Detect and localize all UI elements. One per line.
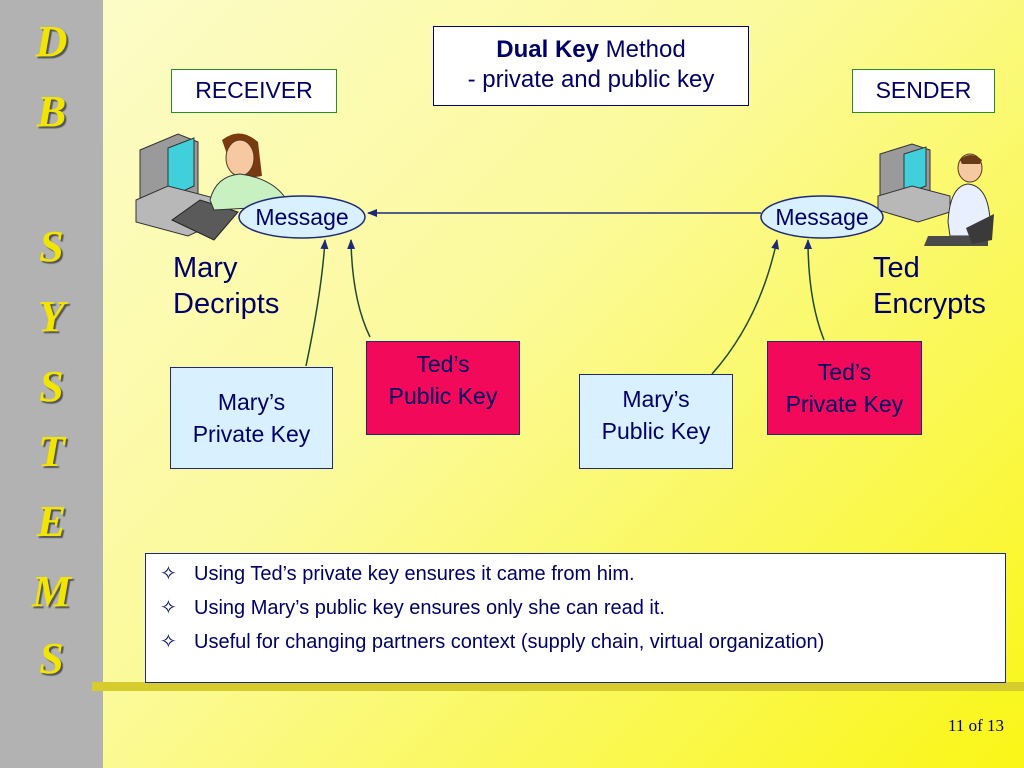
key-line-1: Ted’s (416, 351, 470, 377)
notes-item: ✧ Useful for changing partners context (… (156, 630, 995, 654)
notes-item-text: Using Ted’s private key ensures it came … (194, 563, 635, 585)
title-line-1: Dual Key Method (434, 35, 748, 65)
key-line-1: Mary’s (622, 386, 690, 412)
teds-public-key-box: Ted’s Public Key (366, 341, 520, 435)
key-line-2: Public Key (601, 418, 711, 444)
sidebar-letter: Y (38, 292, 65, 341)
receiver-action: Mary Decripts (173, 250, 279, 322)
receiver-action-line-1: Mary (173, 252, 238, 284)
page-total: 13 (987, 716, 1004, 735)
message-ellipse-left (238, 195, 366, 239)
message-label-right: Message (775, 204, 869, 230)
sender-label: SENDER (852, 69, 995, 113)
arrow-marys-public-key (711, 239, 780, 375)
sidebar-letter: B (36, 87, 67, 136)
title-line-2: - private and public key (467, 66, 715, 93)
bullet-icon: ✧ (160, 631, 177, 653)
title-bold: Dual Key (496, 36, 599, 63)
sidebar-letter: M (31, 567, 72, 616)
key-line-1: Ted’s (817, 359, 872, 385)
notes-item: ✧ Using Mary’s public key ensures only s… (156, 596, 995, 620)
sender-action-line-2: Encrypts (873, 288, 986, 320)
marys-private-key-box: Mary’s Private Key (170, 367, 333, 469)
sender-computer-icon (877, 143, 951, 223)
page-of: of (968, 716, 983, 735)
sender-person-icon (924, 153, 994, 246)
marys-public-key-box: Mary’s Public Key (579, 374, 733, 469)
title-rest: Method (598, 36, 686, 63)
sidebar-letter: S (39, 222, 64, 271)
title-box: Dual Key Method - private and public key (433, 26, 749, 106)
notes-item-text: Using Mary’s public key ensures only she… (194, 597, 665, 619)
page-current: 11 (947, 716, 965, 735)
sidebar: D B S Y S T E M S (0, 0, 103, 768)
sidebar-letter: S (39, 362, 64, 411)
arrow-teds-private-key (804, 239, 825, 341)
bullet-icon: ✧ (160, 597, 177, 619)
sender-action-line-1: Ted (873, 252, 920, 284)
sidebar-letter: E (36, 497, 67, 546)
sidebar-letter: D (35, 17, 68, 66)
divider-bar (92, 682, 1024, 691)
receiver-label: RECEIVER (171, 69, 337, 113)
message-ellipse-right (760, 195, 884, 239)
receiver-computer-icon (135, 133, 239, 241)
key-line-2: Public Key (388, 383, 498, 409)
notes-item: ✧ Using Ted’s private key ensures it cam… (156, 562, 995, 586)
key-line-2: Private Key (192, 421, 311, 447)
sidebar-letter: S (39, 634, 64, 683)
arrow-marys-private-key (305, 239, 329, 367)
bullet-icon: ✧ (160, 563, 177, 585)
receiver-action-line-2: Decripts (173, 288, 280, 320)
sidebar-letter: T (38, 427, 65, 476)
notes-item-text: Useful for changing partners context (su… (194, 631, 825, 653)
message-label-left: Message (255, 204, 349, 230)
notes-box: ✧ Using Ted’s private key ensures it cam… (145, 553, 1006, 683)
arrow-teds-public-key (347, 239, 371, 338)
key-line-1: Mary’s (217, 389, 286, 415)
page-number: 11 of 13 (948, 716, 1004, 736)
key-line-2: Private Key (785, 391, 904, 417)
sender-action: Ted Encrypts (873, 250, 986, 322)
teds-private-key-box: Ted’s Private Key (767, 341, 922, 435)
